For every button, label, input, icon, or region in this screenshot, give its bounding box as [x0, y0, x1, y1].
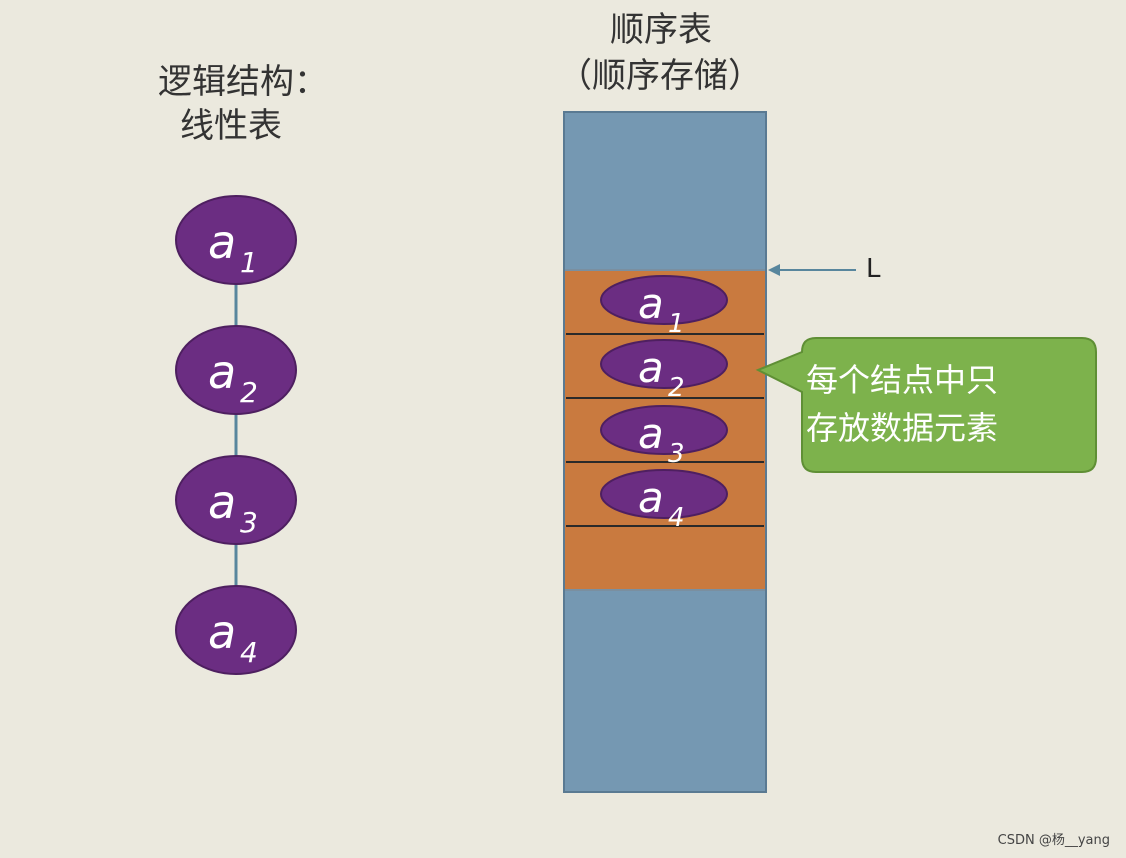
cell-subscript: 2	[668, 373, 685, 403]
storage-cell-1: a 1	[600, 275, 728, 339]
list-pointer-label: L	[866, 254, 881, 284]
sequential-list-title: 顺序表	[610, 10, 712, 50]
node-subscript: 2	[240, 376, 258, 409]
node-subscript: 3	[240, 506, 258, 539]
logical-node-2: a 2	[175, 325, 297, 415]
node-base-label: a	[208, 475, 236, 529]
memory-block: a 1 a 2 a 3 a 4	[563, 111, 767, 793]
watermark: CSDN @杨__yang	[997, 833, 1110, 848]
node-base-label: a	[208, 605, 236, 659]
cell-subscript: 3	[668, 439, 685, 469]
node-subscript: 1	[240, 246, 258, 279]
logical-chain: a 1 a 2 a 3 a 4	[175, 195, 297, 675]
callout-text: 每个结点中只 存放数据元素	[806, 356, 1086, 452]
cell-base-label: a	[638, 279, 664, 328]
node-base-label: a	[208, 215, 236, 269]
cell-subscript: 4	[668, 503, 685, 533]
callout-bubble	[755, 337, 1097, 473]
cell-base-label: a	[638, 409, 664, 458]
logical-node-1: a 1	[175, 195, 297, 285]
logical-structure-heading: 逻辑结构：	[158, 62, 328, 102]
callout-line-1: 每个结点中只	[806, 361, 999, 399]
pointer-arrow-icon	[768, 264, 856, 276]
cell-subscript: 1	[668, 309, 685, 339]
logical-node-3: a 3	[175, 455, 297, 545]
callout-line-2: 存放数据元素	[806, 409, 999, 447]
cell-base-label: a	[638, 343, 664, 392]
cell-base-label: a	[638, 473, 664, 522]
storage-cell-4: a 4	[600, 469, 728, 533]
logical-node-4: a 4	[175, 585, 297, 675]
node-base-label: a	[208, 345, 236, 399]
node-subscript: 4	[240, 636, 258, 669]
linear-list-heading: 线性表	[180, 106, 282, 146]
storage-cell-2: a 2	[600, 339, 728, 403]
storage-cell-3: a 3	[600, 405, 728, 469]
sequential-storage-subtitle: （顺序存储）	[558, 56, 762, 96]
